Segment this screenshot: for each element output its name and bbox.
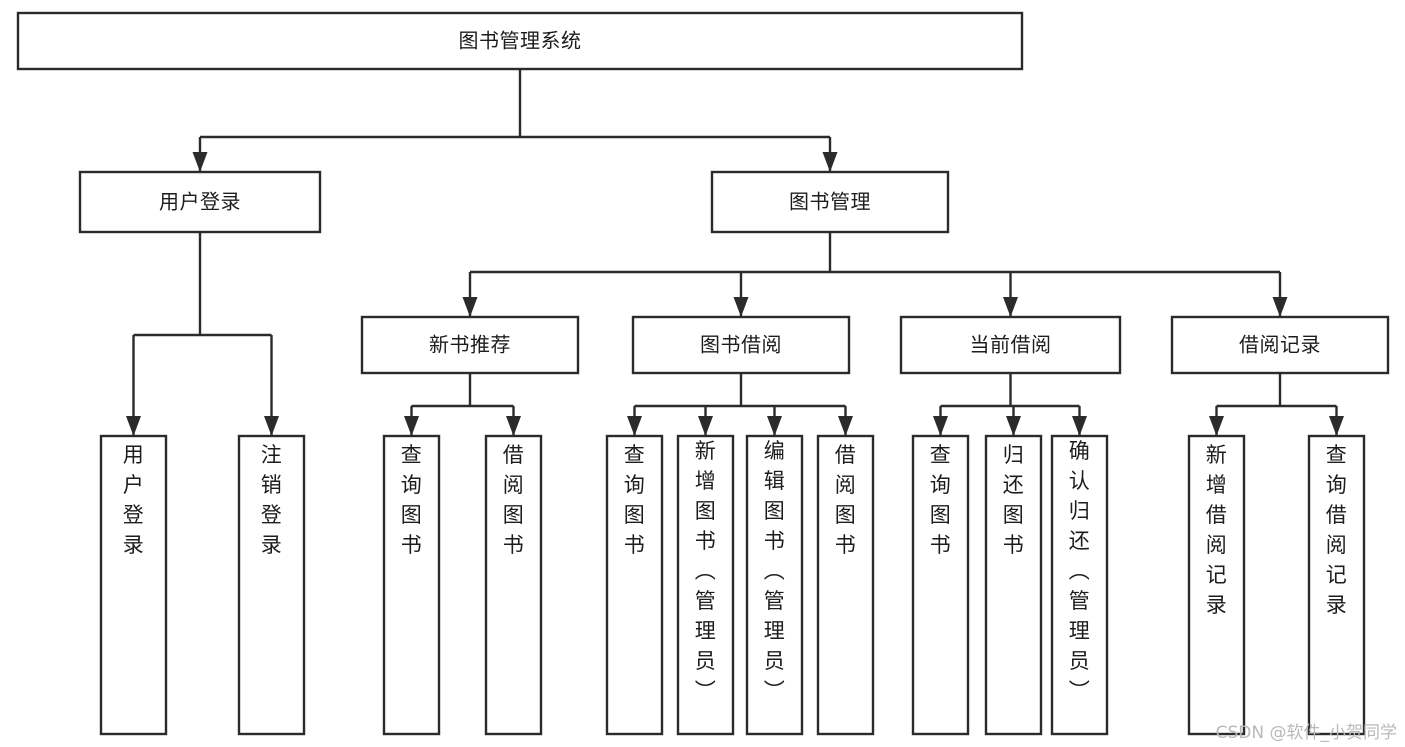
node-leaf-borrow-book-1[interactable]: 借阅图书 [484,434,543,736]
node-label: 当前借阅 [970,333,1052,357]
node-borrow-record[interactable]: 借阅记录 [1170,315,1390,375]
node-leaf-query-book-3[interactable]: 查询图书 [911,434,970,736]
node-box[interactable] [237,434,306,736]
node-label: 图书管理 [789,190,871,214]
node-box[interactable] [1050,434,1109,736]
node-box[interactable] [1307,434,1366,736]
node-leaf-confirm-return[interactable]: 确认归还︵管理员︶ [1050,434,1109,736]
node-box[interactable] [676,434,735,736]
watermark-text: CSDN @软件_小贺同学 [1215,723,1397,743]
node-box[interactable] [605,434,664,736]
node-label: 借阅记录 [1239,333,1321,357]
node-book-borrow[interactable]: 图书借阅 [631,315,851,375]
node-leaf-add-record[interactable]: 新增借阅记录 [1187,434,1246,736]
node-box[interactable] [984,434,1043,736]
node-box[interactable] [899,315,1122,375]
node-leaf-borrow-book-2[interactable]: 借阅图书 [816,434,875,736]
node-leaf-edit-book[interactable]: 编辑图书︵管理员︶ [745,434,804,736]
node-label: 查询图书 [930,443,952,557]
node-label: 确认归还︵管理员︶ [1069,439,1091,703]
node-box[interactable] [710,170,950,234]
node-label: 新书推荐 [429,333,511,357]
node-leaf-query-record[interactable]: 查询借阅记录 [1307,434,1366,736]
node-box[interactable] [816,434,875,736]
node-current-borrow[interactable]: 当前借阅 [899,315,1122,375]
node-label: 查询借阅记录 [1326,443,1348,617]
node-label: 编辑图书︵管理员︶ [764,439,786,703]
node-leaf-user-login[interactable]: 用户登录 [99,434,168,736]
node-box[interactable] [484,434,543,736]
node-box[interactable] [99,434,168,736]
node-book-manage[interactable]: 图书管理 [710,170,950,234]
node-box[interactable] [382,434,441,736]
node-root-system[interactable]: 图书管理系统 [16,11,1024,71]
node-leaf-query-book-1[interactable]: 查询图书 [382,434,441,736]
node-leaf-query-book-2[interactable]: 查询图书 [605,434,664,736]
node-label: 用户登录 [159,190,241,214]
node-layer: 图书管理系统用户登录图书管理新书推荐图书借阅当前借阅借阅记录用户登录注销登录查询… [16,11,1390,736]
node-label: 查询图书 [401,443,423,557]
node-box[interactable] [360,315,580,375]
node-leaf-logout[interactable]: 注销登录 [237,434,306,736]
node-box[interactable] [1170,315,1390,375]
node-label: 查询图书 [624,443,646,557]
connector-layer [126,69,1344,436]
node-label: 新增图书︵管理员︶ [695,439,717,703]
node-box[interactable] [78,170,322,234]
node-label: 用户登录 [123,443,145,557]
node-user-login[interactable]: 用户登录 [78,170,322,234]
node-label: 注销登录 [261,443,283,557]
node-box[interactable] [16,11,1024,71]
node-box[interactable] [745,434,804,736]
node-box[interactable] [631,315,851,375]
node-leaf-return-book[interactable]: 归还图书 [984,434,1043,736]
node-box[interactable] [1187,434,1246,736]
node-box[interactable] [911,434,970,736]
node-label: 图书管理系统 [459,29,582,53]
node-label: 图书借阅 [700,333,782,357]
node-new-book-rec[interactable]: 新书推荐 [360,315,580,375]
node-label: 借阅图书 [503,443,525,557]
node-label: 新增借阅记录 [1206,443,1228,617]
node-label: 归还图书 [1003,443,1025,557]
node-label: 借阅图书 [835,443,857,557]
node-leaf-add-book[interactable]: 新增图书︵管理员︶ [676,434,735,736]
